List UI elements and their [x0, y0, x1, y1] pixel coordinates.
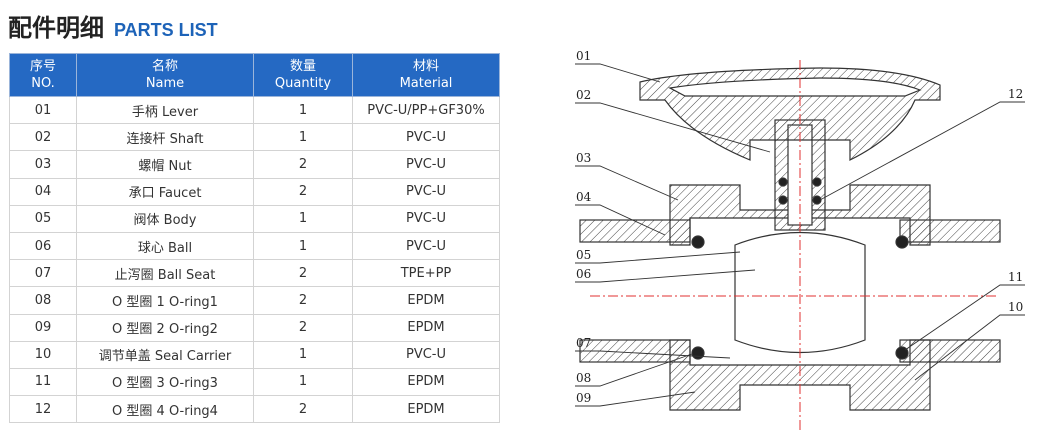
callout-12: 12: [1008, 87, 1023, 101]
callout-11: 11: [1008, 270, 1023, 284]
title-en: PARTS LIST: [114, 20, 218, 40]
cell-qty: 1: [253, 95, 353, 125]
cell-qty: 2: [253, 313, 353, 342]
cell-name: O 型圈 2 O-ring2: [76, 313, 254, 342]
cell-no: 06: [9, 231, 77, 261]
cell-no: 12: [9, 395, 77, 424]
cell-material: PVC-U: [352, 123, 500, 152]
page-title: 配件明细 PARTS LIST: [8, 8, 218, 42]
cell-name: O 型圈 1 O-ring1: [76, 286, 254, 315]
cell-no: 04: [9, 177, 77, 206]
cell-material: EPDM: [352, 286, 500, 315]
cell-material: PVC-U: [352, 340, 500, 369]
cell-name: 手柄 Lever: [76, 95, 254, 125]
cell-qty: 2: [253, 395, 353, 424]
callout-01: 01: [576, 49, 591, 63]
cell-qty: 1: [253, 204, 353, 233]
cell-material: TPE+PP: [352, 259, 500, 288]
cell-qty: 1: [253, 367, 353, 397]
callout-03: 03: [576, 151, 591, 165]
cell-qty: 2: [253, 286, 353, 315]
cell-material: EPDM: [352, 313, 500, 342]
valve-body-outline: [579, 67, 1001, 411]
callout-10: 10: [1008, 300, 1023, 314]
cell-no: 02: [9, 123, 77, 152]
cell-material: PVC-U/PP+GF30%: [352, 95, 500, 125]
callout-04: 04: [576, 190, 592, 204]
cell-name: O 型圈 4 O-ring4: [76, 395, 254, 424]
title-cn: 配件明细: [8, 14, 104, 42]
cell-qty: 1: [253, 231, 353, 261]
callout-05: 05: [576, 248, 591, 262]
cell-no: 08: [9, 286, 77, 315]
cell-name: 球心 Ball: [76, 231, 254, 261]
cell-no: 10: [9, 340, 77, 369]
cell-qty: 1: [253, 340, 353, 369]
cell-qty: 2: [253, 150, 353, 179]
cell-material: PVC-U: [352, 231, 500, 261]
cell-no: 03: [9, 150, 77, 179]
cell-qty: 1: [253, 123, 353, 152]
cell-name: 调节单盖 Seal Carrier: [76, 340, 254, 369]
callout-02: 02: [576, 88, 591, 102]
cell-material: PVC-U: [352, 204, 500, 233]
cell-name: 阀体 Body: [76, 204, 254, 233]
cell-material: EPDM: [352, 395, 500, 424]
cell-name: 承口 Faucet: [76, 177, 254, 206]
cell-name: O 型圈 3 O-ring3: [76, 367, 254, 397]
cell-name: 连接杆 Shaft: [76, 123, 254, 152]
cell-name: 螺帽 Nut: [76, 150, 254, 179]
cell-no: 05: [9, 204, 77, 233]
callout-09: 09: [576, 391, 591, 405]
centerlines: [590, 60, 998, 430]
callout-08: 08: [576, 371, 591, 385]
cell-no: 07: [9, 259, 77, 288]
leader-lines: [575, 63, 1025, 407]
callout-07: 07: [576, 336, 591, 350]
cell-qty: 2: [253, 259, 353, 288]
cell-material: EPDM: [352, 367, 500, 397]
cell-no: 01: [9, 95, 77, 125]
cell-no: 09: [9, 313, 77, 342]
callout-06: 06: [576, 267, 591, 281]
cell-material: PVC-U: [352, 177, 500, 206]
cell-qty: 2: [253, 177, 353, 206]
cell-name: 止泻圈 Ball Seat: [76, 259, 254, 288]
cell-no: 11: [9, 367, 77, 397]
valve-cross-section-drawing: 01 02 03 04 05 06 07 08 09 12 11 10: [575, 49, 1025, 430]
callout-labels: 01 02 03 04 05 06 07 08 09 12 11 10: [576, 49, 1023, 405]
cell-material: PVC-U: [352, 150, 500, 179]
